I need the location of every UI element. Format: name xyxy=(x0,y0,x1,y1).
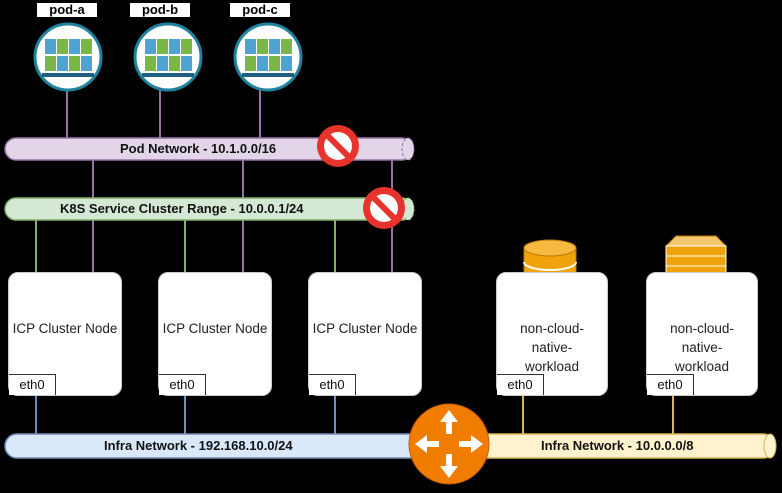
cluster-node[interactable]: ICP Cluster Node eth0 xyxy=(8,272,122,396)
pod-network-band xyxy=(4,137,415,161)
pod-container-icon xyxy=(233,22,303,92)
node-label: ICP Cluster Node xyxy=(12,321,118,336)
infra-network-left-label: Infra Network - 192.168.10.0/24 xyxy=(104,438,293,453)
cluster-node[interactable]: ICP Cluster Node eth0 xyxy=(158,272,272,396)
pod-label: pod-c xyxy=(230,3,290,17)
pod-label: pod-a xyxy=(37,3,97,17)
workload-node[interactable]: non-cloud-native-workload eth0 xyxy=(646,272,758,396)
node-label: ICP Cluster Node xyxy=(312,321,418,336)
eth-interface: eth0 xyxy=(309,374,356,395)
node-label: non-cloud-native-workload xyxy=(520,321,584,374)
infra-network-right-label: Infra Network - 10.0.0.0/8 xyxy=(541,438,694,453)
node-label: ICP Cluster Node xyxy=(162,321,268,336)
node-label: non-cloud-native-workload xyxy=(670,321,734,374)
eth-interface: eth0 xyxy=(9,374,56,395)
pod-container-icon xyxy=(33,22,103,92)
service-range-label: K8S Service Cluster Range - 10.0.0.1/24 xyxy=(60,201,304,216)
cluster-node[interactable]: ICP Cluster Node eth0 xyxy=(308,272,422,396)
eth-interface: eth0 xyxy=(159,374,206,395)
eth-interface: eth0 xyxy=(497,374,544,395)
pod-network-links xyxy=(66,88,393,272)
router-icon xyxy=(408,403,490,485)
pod-network-label: Pod Network - 10.1.0.0/16 xyxy=(120,141,277,156)
pod-container-icon xyxy=(133,22,203,92)
service-range-links xyxy=(35,220,336,272)
prohibited-icon xyxy=(317,125,359,167)
infra-links xyxy=(35,394,674,434)
prohibited-icon xyxy=(363,187,405,229)
workload-node[interactable]: non-cloud-native-workload eth0 xyxy=(496,272,608,396)
pod-label: pod-b xyxy=(130,3,190,17)
eth-interface: eth0 xyxy=(647,374,694,395)
